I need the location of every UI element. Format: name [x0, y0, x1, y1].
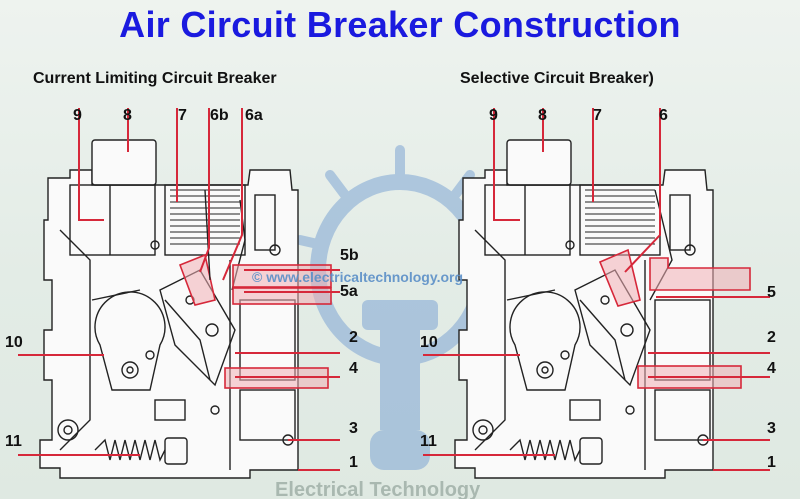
label-right-3: 3: [767, 420, 776, 437]
label-left-8: 8: [123, 107, 132, 124]
label-left-6b: 6b: [210, 107, 229, 124]
label-left-3: 3: [349, 420, 358, 437]
contact-5a-highlight: [232, 287, 332, 305]
watermark-url: © www.electricaltechnology.org: [252, 269, 463, 285]
label-left-2: 2: [349, 329, 358, 346]
label-left-9: 9: [73, 107, 82, 124]
right-leader-lines: [423, 108, 770, 471]
selective-breaker: 9 8 7 6 5 2 4 3 1 10 11: [420, 107, 776, 479]
label-left-6a: 6a: [245, 107, 263, 124]
watermark-brand: Electrical Technology: [275, 479, 481, 499]
label-left-5b: 5b: [340, 247, 359, 264]
label-left-7: 7: [178, 107, 187, 124]
subtitle-current-limiting: Current Limiting Circuit Breaker: [33, 70, 277, 87]
label-left-5a: 5a: [340, 283, 358, 300]
label-left-1: 1: [349, 454, 358, 471]
page-title: Air Circuit Breaker Construction: [119, 4, 681, 45]
left-leader-lines: [18, 108, 340, 471]
label-right-4: 4: [767, 360, 776, 377]
label-right-9: 9: [489, 107, 498, 124]
label-right-6: 6: [659, 107, 668, 124]
current-limiting-breaker: 9 8 7 6b 6a 5b 5a 2 4 3 1 10 11: [5, 107, 359, 479]
label-right-5: 5: [767, 284, 776, 301]
subtitle-selective: Selective Circuit Breaker): [460, 70, 654, 87]
label-right-7: 7: [593, 107, 602, 124]
label-right-11: 11: [420, 433, 437, 450]
label-left-10: 10: [5, 334, 23, 351]
label-right-1: 1: [767, 454, 776, 471]
contact-5-highlight: [649, 257, 751, 291]
label-left-11: 11: [5, 433, 22, 450]
label-left-4: 4: [349, 360, 358, 377]
label-right-8: 8: [538, 107, 547, 124]
label-right-2: 2: [767, 329, 776, 346]
label-right-10: 10: [420, 334, 438, 351]
